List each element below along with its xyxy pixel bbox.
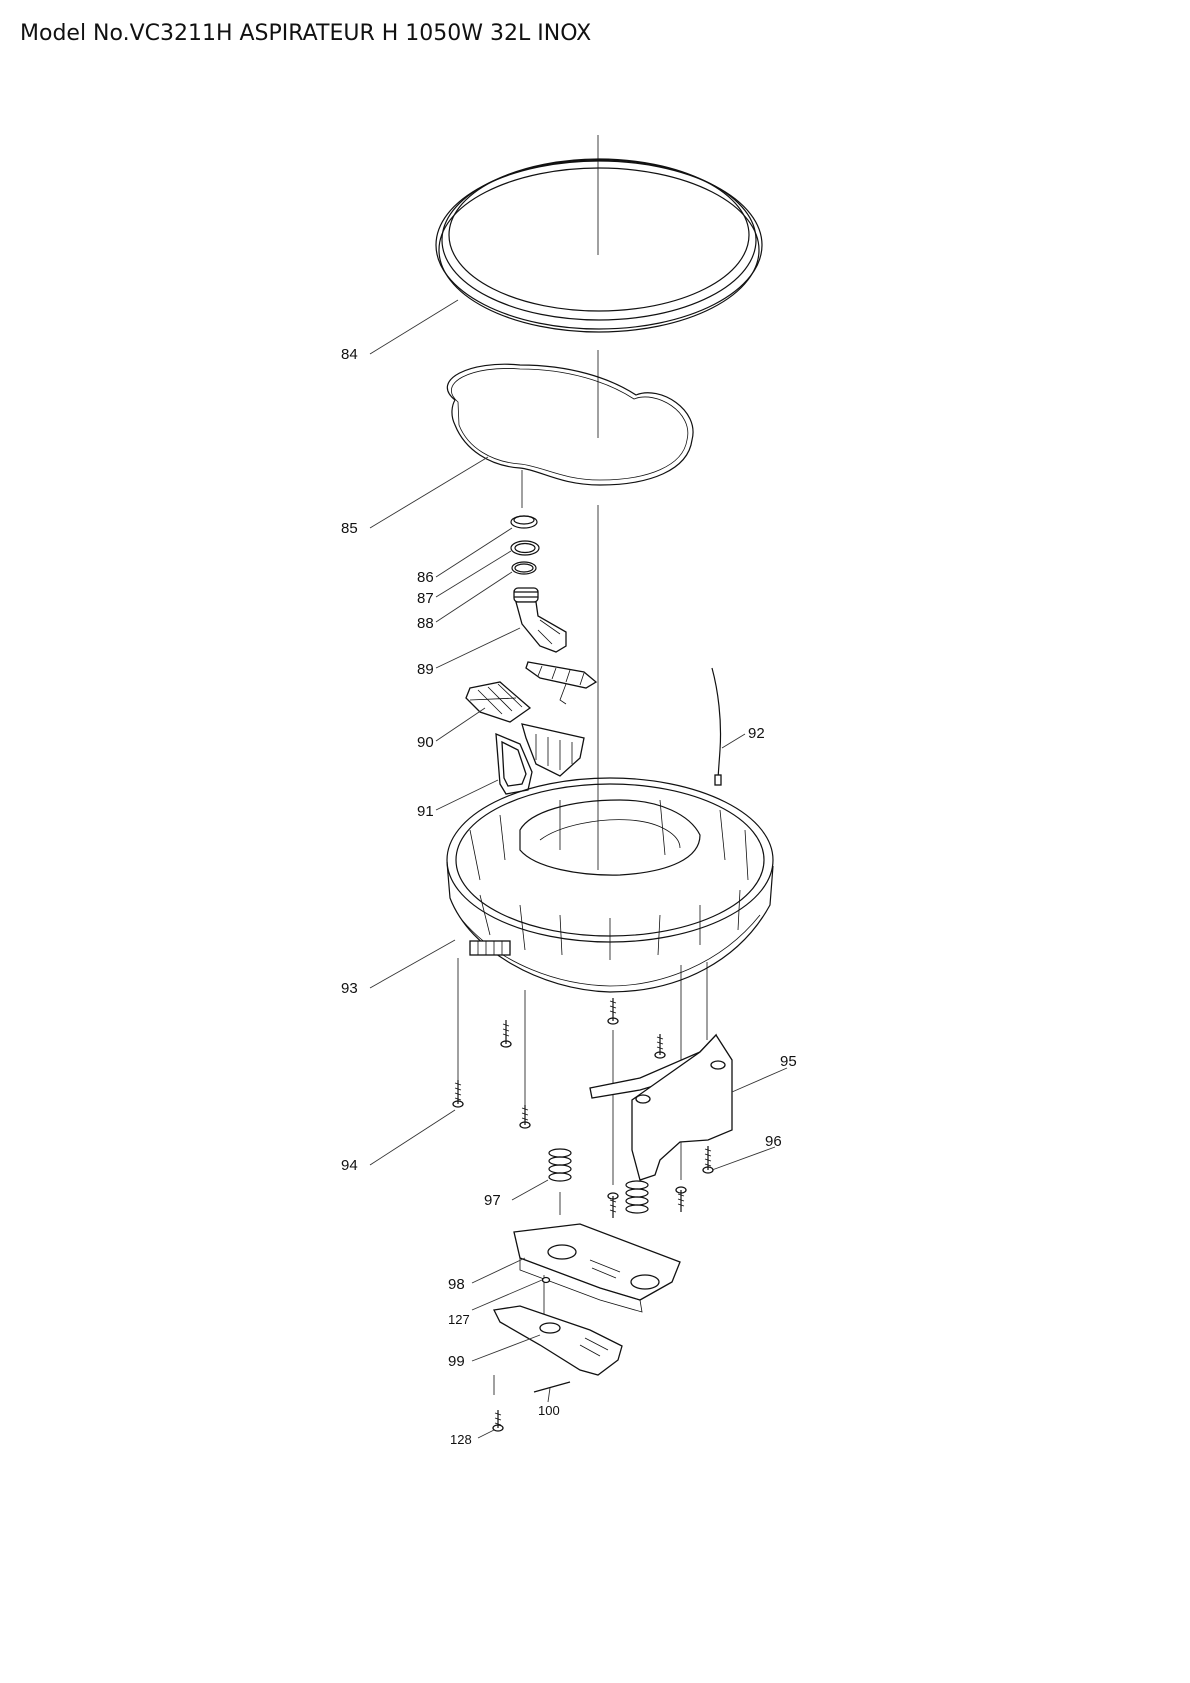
- screw-94-b: [500, 1020, 512, 1048]
- page-title: Model No.VC3211H ASPIRATEUR H 1050W 32L …: [20, 21, 592, 46]
- spring-97-a: [548, 1148, 572, 1182]
- screw-94-d: [607, 998, 619, 1025]
- callout-98: 98: [448, 1276, 465, 1293]
- screw-94-g: [675, 1186, 687, 1212]
- part-84-lid-gasket-ring: [435, 158, 763, 333]
- callout-127: 127: [448, 1312, 470, 1327]
- leader-lines: [369, 299, 788, 1439]
- part-128-screw: [492, 1410, 504, 1432]
- callout-87: 87: [417, 590, 434, 607]
- part-95-bracket: [589, 1033, 733, 1181]
- part-100-pin: [533, 1381, 571, 1393]
- screw-94-e: [654, 1034, 666, 1059]
- screw-94-a: [452, 1080, 464, 1108]
- part-93-base-housing: [446, 777, 774, 993]
- spring-97-b: [625, 1180, 649, 1214]
- callout-88: 88: [417, 615, 434, 632]
- callout-labels: 84 85 86 87 88 89 90 91 92 93 94 95 96 9…: [341, 346, 797, 1447]
- callout-86: 86: [417, 569, 434, 586]
- part-96-screw: [702, 1146, 714, 1174]
- callout-85: 85: [341, 520, 358, 537]
- part-90-filter-grids: [465, 681, 585, 777]
- part-91-seal-boot: [495, 732, 533, 795]
- callout-97: 97: [484, 1192, 501, 1209]
- part-85-seal-gasket: [446, 363, 694, 486]
- part-89-float-elbow: [513, 587, 567, 653]
- part-98-latch-tray: [513, 1223, 681, 1313]
- callout-93: 93: [341, 980, 358, 997]
- callout-89: 89: [417, 661, 434, 678]
- callout-128: 128: [450, 1432, 472, 1447]
- screw-94-f: [607, 1192, 619, 1218]
- callout-92: 92: [748, 725, 765, 742]
- screw-94-c: [519, 1105, 531, 1129]
- part-92-wire: [711, 667, 722, 786]
- part-99-lever: [493, 1305, 623, 1376]
- part-filter-grid-upper: [525, 661, 598, 705]
- callout-96: 96: [765, 1133, 782, 1150]
- callout-94: 94: [341, 1157, 358, 1174]
- callout-84: 84: [341, 346, 358, 363]
- callout-99: 99: [448, 1353, 465, 1370]
- callout-91: 91: [417, 803, 434, 820]
- callout-100: 100: [538, 1403, 560, 1418]
- part-94-screws: [452, 998, 687, 1218]
- parts-86-87-88-small-rings: [510, 515, 540, 575]
- callout-95: 95: [780, 1053, 797, 1070]
- part-97-springs: [548, 1148, 649, 1214]
- callout-90: 90: [417, 734, 434, 751]
- part-127-pin: [541, 1276, 551, 1284]
